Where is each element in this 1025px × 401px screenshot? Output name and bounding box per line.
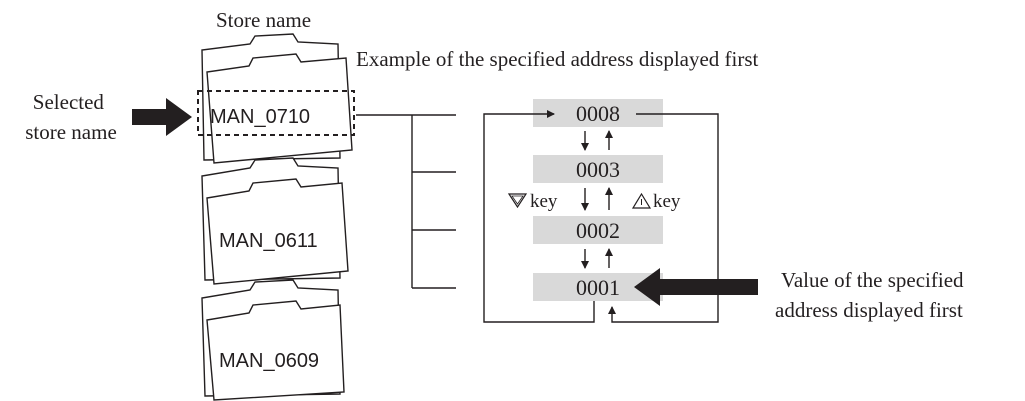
address-box-bg [533,216,663,244]
folder-man-0609[interactable]: MAN_0609 [201,279,345,401]
tree-connector [356,114,456,289]
address-value: 0008 [576,101,620,126]
folder-man-0710[interactable]: MAN_0710 [197,33,355,164]
store-name-label: Store name [216,8,311,32]
address-value: 0003 [576,157,620,182]
value-label-line1: Value of the specified [781,268,964,292]
up-triangle-key-icon [631,192,652,209]
selected-arrow-icon [132,98,192,136]
selected-store-label: Selected store name [25,90,117,144]
folder-front-icon [206,300,345,401]
address-box-bg [533,155,663,183]
example-caption: Example of the specified address display… [356,47,759,71]
folder-front-icon [206,178,349,285]
folder-name-label: MAN_0611 [219,230,318,252]
down-key-label: key [507,191,558,212]
folder-name-label: MAN_0710 [210,106,310,128]
value-label-line2: address displayed first [775,298,963,322]
up-key-label: key [631,191,681,212]
down-triangle-key-inner-icon [511,195,524,205]
folder-name-label: MAN_0609 [219,350,319,372]
selected-folder-highlight [197,90,355,136]
down-triangle-key-icon [507,193,528,209]
address-box-0002: 0002 [533,216,663,244]
selected-store-label-line1: Selected [33,90,105,114]
wraparound-loop [483,110,719,323]
address-value: 0001 [576,275,620,300]
address-value: 0002 [576,218,620,243]
value-label: Value of the specified address displayed… [775,268,969,322]
address-box-0008: 0008 [533,99,663,127]
down-key-text: key [530,191,558,212]
value-pointer-arrow-icon [634,268,758,306]
address-box-0003: 0003 [533,155,663,183]
step-arrows [581,130,613,269]
selected-store-label-line2: store name [25,120,117,144]
up-key-text: key [653,191,681,212]
folder-man-0611[interactable]: MAN_0611 [201,157,349,285]
